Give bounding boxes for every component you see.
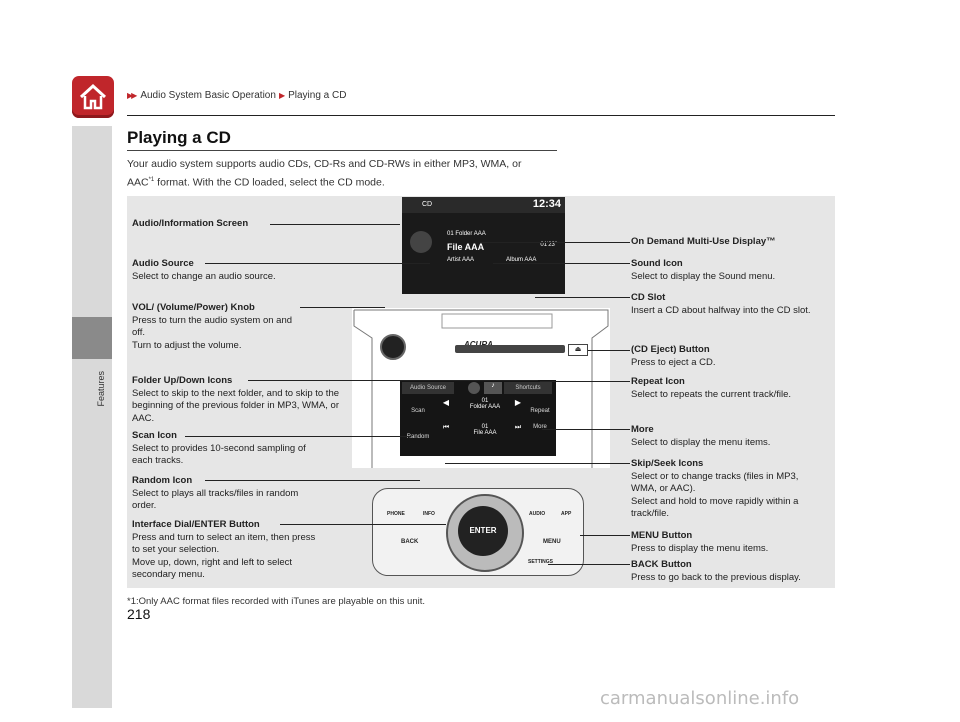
info-button[interactable]: INFO bbox=[423, 511, 435, 517]
leader-line bbox=[540, 381, 630, 382]
leader-line bbox=[248, 380, 538, 381]
home-icon bbox=[79, 83, 107, 110]
screen-status-bar: CD 12:34 bbox=[402, 197, 565, 213]
leader-line bbox=[493, 263, 630, 264]
intro-line-1: Your audio system supports audio CDs, CD… bbox=[127, 158, 522, 170]
more-button[interactable]: More bbox=[533, 424, 547, 430]
sidebar-label: Features bbox=[96, 371, 106, 407]
intro-line-2b: format. With the CD loaded, select the C… bbox=[154, 176, 385, 189]
folder-down-icon[interactable]: ◀ bbox=[442, 398, 450, 407]
leader-line bbox=[205, 480, 420, 481]
screen-mode: CD bbox=[422, 201, 433, 208]
random-icon[interactable]: Random bbox=[406, 434, 430, 440]
back-button[interactable]: BACK bbox=[401, 539, 419, 545]
breadcrumb-page: Playing a CD bbox=[288, 90, 347, 101]
breadcrumb: ▶▶Audio System Basic Operation▶Playing a… bbox=[127, 90, 347, 101]
home-circle-icon[interactable] bbox=[468, 382, 480, 394]
folder-number: 01 bbox=[481, 398, 489, 404]
screen-time: 12:34 bbox=[532, 198, 561, 210]
leader-line bbox=[185, 436, 410, 437]
brand-logo: ACURA bbox=[464, 340, 493, 349]
scan-icon[interactable]: Scan bbox=[411, 408, 425, 414]
leader-line bbox=[205, 263, 430, 264]
repeat-icon[interactable]: Repeat bbox=[530, 408, 550, 414]
screen-elapsed: 01'23" bbox=[540, 242, 557, 248]
audio-source-button[interactable]: Audio Source bbox=[402, 382, 454, 394]
cd-slot[interactable] bbox=[455, 345, 565, 353]
watermark: carmanualsonline.info bbox=[600, 688, 800, 709]
lcd-file: File AAA bbox=[473, 430, 497, 436]
leader-line bbox=[280, 524, 446, 525]
leader-line bbox=[270, 224, 400, 225]
skip-back-icon[interactable]: ⏮ bbox=[442, 424, 450, 431]
footnote: *1:Only AAC format files recorded with i… bbox=[127, 596, 425, 607]
title-rule bbox=[127, 150, 557, 151]
home-button[interactable] bbox=[72, 76, 114, 118]
phone-button[interactable]: PHONE bbox=[387, 511, 405, 517]
screen-album: Album AAA bbox=[506, 257, 537, 263]
folder-up-icon[interactable]: ▶ bbox=[514, 398, 522, 407]
sound-icon[interactable]: ♪ bbox=[484, 382, 502, 394]
leader-line bbox=[480, 242, 630, 243]
lcd-folder: Folder AAA bbox=[469, 404, 501, 410]
file-number: 01 bbox=[481, 424, 489, 430]
leader-line bbox=[445, 463, 630, 464]
page-number: 218 bbox=[127, 606, 151, 622]
breadcrumb-section[interactable]: Audio System Basic Operation bbox=[140, 90, 276, 101]
leader-line bbox=[300, 307, 385, 308]
screen-file: File AAA bbox=[447, 242, 485, 252]
screen-artist: Artist AAA bbox=[447, 257, 475, 263]
app-button[interactable]: APP bbox=[561, 511, 572, 517]
shortcuts-button[interactable]: Shortcuts bbox=[504, 382, 552, 394]
settings-button[interactable]: SETTINGS bbox=[528, 559, 554, 565]
enter-button[interactable]: ENTER bbox=[458, 506, 508, 556]
label-multi-use-display: On Demand Multi-Use Display™ bbox=[631, 236, 776, 247]
volume-power-knob[interactable] bbox=[380, 334, 406, 360]
menu-button[interactable]: MENU bbox=[543, 539, 561, 545]
screen-track-no: 01 bbox=[447, 231, 454, 237]
eject-icon: ⏏ bbox=[574, 346, 582, 353]
disc-icon bbox=[410, 231, 432, 253]
leader-line bbox=[588, 350, 630, 351]
label-audio-info-screen: Audio/Information Screen bbox=[132, 218, 249, 229]
page-title: Playing a CD bbox=[127, 128, 231, 147]
leader-line bbox=[542, 429, 630, 430]
intro-line-2a: AAC bbox=[127, 176, 149, 189]
intro-text: Your audio system supports audio CDs, CD… bbox=[127, 156, 567, 191]
header-rule bbox=[127, 115, 835, 116]
audio-button[interactable]: AUDIO bbox=[529, 511, 546, 517]
cd-eject-button[interactable]: ⏏ bbox=[568, 344, 588, 356]
sidebar: Features bbox=[72, 126, 112, 708]
leader-line bbox=[580, 535, 630, 536]
screen-folder: Folder AAA bbox=[455, 231, 486, 237]
footnote-ref[interactable]: *1 bbox=[148, 177, 155, 183]
leader-line bbox=[535, 297, 630, 298]
audio-info-screen: CD 12:34 01 Folder AAA File AAA 01'23" A… bbox=[402, 197, 565, 294]
skip-forward-icon[interactable]: ⏭ bbox=[514, 424, 522, 431]
section-marker bbox=[72, 317, 112, 359]
leader-line bbox=[548, 564, 630, 565]
